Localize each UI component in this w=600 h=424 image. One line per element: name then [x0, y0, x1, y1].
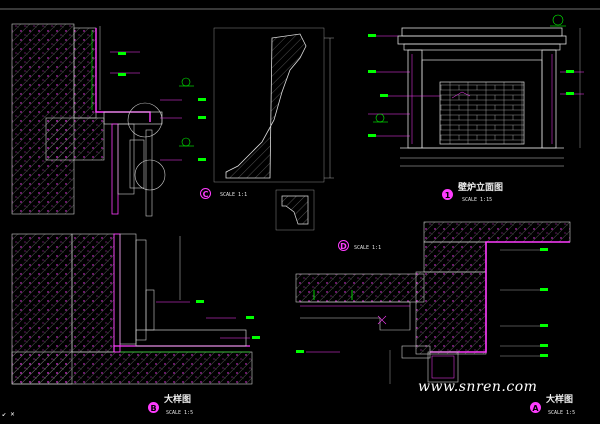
detail-a-title: 大样图 — [546, 395, 574, 405]
detail-d-profile — [275, 189, 315, 231]
detail-b-lower-section — [11, 233, 260, 385]
detail-d-scale: SCALE 1:1 — [354, 245, 382, 251]
fireplace-elevation — [368, 14, 584, 167]
detail-b-title: 大样图 — [164, 395, 192, 405]
elevation-scale: SCALE 1:15 — [462, 197, 493, 203]
detail-d-marker: D — [338, 240, 349, 251]
detail-b-upper-section — [11, 23, 206, 217]
watermark: www.snren.com — [418, 379, 538, 395]
elevation-number-marker: 1 — [442, 189, 453, 200]
ucs-axis-icon[interactable]: ↙ ✕ — [2, 410, 15, 418]
detail-a-scale: SCALE 1:5 — [548, 410, 576, 416]
detail-c-cornice-profile — [213, 27, 334, 183]
elevation-title: 壁炉立面图 — [458, 183, 504, 193]
detail-c-marker: C — [200, 188, 211, 199]
detail-a-marker: A — [530, 402, 541, 413]
detail-a-section — [295, 221, 571, 384]
detail-c-scale: SCALE 1:1 — [220, 192, 248, 198]
detail-b-scale: SCALE 1:5 — [166, 410, 194, 416]
detail-b-marker: B — [148, 402, 159, 413]
